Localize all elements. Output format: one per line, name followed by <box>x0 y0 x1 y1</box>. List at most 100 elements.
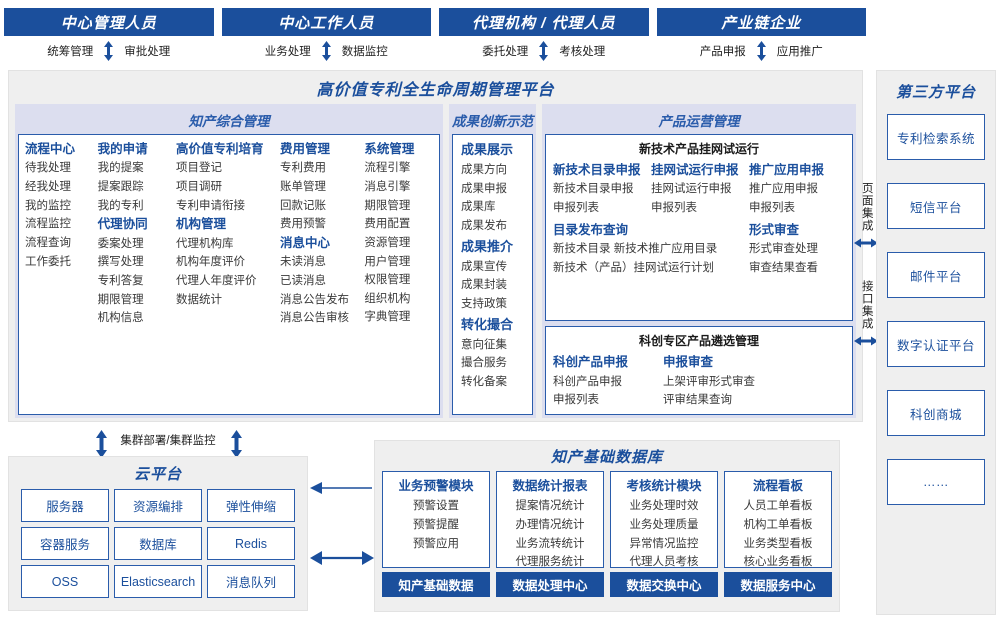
menu-item[interactable]: 成果申报 <box>461 182 507 195</box>
db-item[interactable]: 预警提醒 <box>413 518 459 531</box>
menu-item[interactable]: 委案处理 <box>97 237 144 250</box>
menu-item[interactable]: 成果方向 <box>461 164 507 177</box>
menu-item[interactable]: 资源管理 <box>364 236 411 249</box>
third-party-item-innovation-mall[interactable]: 科创商城 <box>887 390 985 436</box>
menu-item[interactable]: 转化备案 <box>461 375 507 388</box>
menu-item[interactable]: 成果宣传 <box>461 260 507 273</box>
menu-item[interactable]: 消息公告发布 <box>280 293 350 306</box>
menu-item[interactable]: 用户管理 <box>364 255 411 268</box>
menu-item[interactable]: 代理机构库 <box>176 237 234 250</box>
section-body: 新技术产品挂网试运行 新技术目录申报 新技术目录申报 申报列表 挂网试运行申报 … <box>545 134 853 415</box>
menu-item[interactable]: 撰写处理 <box>97 256 144 269</box>
actor-action-left: 委托处理 <box>482 46 529 58</box>
menu-item[interactable]: 项目调研 <box>176 181 223 193</box>
menu-item[interactable]: 申报列表 <box>749 202 795 214</box>
cloud-cell-server[interactable]: 服务器 <box>21 489 109 522</box>
cloud-cell-database[interactable]: 数据库 <box>114 527 202 560</box>
db-footer-service-center[interactable]: 数据服务中心 <box>724 572 832 597</box>
menu-item[interactable]: 机构年度评价 <box>176 256 246 269</box>
db-item[interactable]: 预警应用 <box>413 537 459 550</box>
menu-item[interactable]: 数据统计 <box>176 293 223 306</box>
menu-item[interactable]: 专利答复 <box>97 274 144 287</box>
menu-item[interactable]: 申报列表 <box>651 202 697 214</box>
menu-item[interactable]: 待我处理 <box>25 162 71 175</box>
menu-item[interactable]: 上架评审形式审查 <box>663 375 755 388</box>
menu-item[interactable]: 我的监控 <box>25 199 71 212</box>
menu-item[interactable]: 组织机构 <box>364 292 411 305</box>
menu-item[interactable]: 机构信息 <box>97 312 144 325</box>
menu-item[interactable]: 新技术（产品）挂网试运行计划 <box>553 261 714 274</box>
third-party-item-sms[interactable]: 短信平台 <box>887 183 985 229</box>
menu-item[interactable]: 未读消息 <box>280 256 327 269</box>
menu-item[interactable]: 撮合服务 <box>461 357 507 370</box>
menu-item[interactable]: 账单管理 <box>280 181 327 193</box>
menu-item[interactable]: 科创产品申报 <box>553 375 622 388</box>
menu-item[interactable]: 流程查询 <box>25 236 71 249</box>
db-footer-processing-center[interactable]: 数据处理中心 <box>496 572 604 597</box>
db-item[interactable]: 业务处理时效 <box>629 500 699 513</box>
menu-item[interactable]: 权限管理 <box>364 274 411 287</box>
cloud-cell-autoscale[interactable]: 弹性伸缩 <box>207 489 295 522</box>
menu-item[interactable]: 消息引擎 <box>364 181 411 193</box>
menu-item[interactable]: 形式审查处理 <box>749 243 818 255</box>
group-header: 形式审查 <box>749 222 800 237</box>
menu-item[interactable]: 流程监控 <box>25 218 71 231</box>
db-footer-basic-data[interactable]: 知产基础数据 <box>382 572 490 597</box>
menu-item[interactable]: 专利申请衔接 <box>176 199 246 212</box>
menu-item[interactable]: 期限管理 <box>97 293 144 306</box>
cloud-cell-mq[interactable]: 消息队列 <box>207 565 295 598</box>
menu-item[interactable]: 成果封装 <box>461 279 507 292</box>
menu-item[interactable]: 专利费用 <box>280 162 327 175</box>
menu-item[interactable]: 意向征集 <box>461 338 507 351</box>
menu-item[interactable]: 回款记账 <box>280 199 327 212</box>
third-party-item-digital-cert[interactable]: 数字认证平台 <box>887 321 985 367</box>
menu-item[interactable]: 我的提案 <box>97 162 144 175</box>
db-item[interactable]: 核心业务看板 <box>743 556 813 569</box>
menu-item[interactable]: 工作委托 <box>25 255 71 268</box>
db-item[interactable]: 业务流转统计 <box>515 537 585 550</box>
menu-item[interactable]: 推广应用申报 <box>749 183 818 196</box>
db-item[interactable]: 代理服务统计 <box>515 556 585 569</box>
menu-item[interactable]: 经我处理 <box>25 181 71 193</box>
menu-item[interactable]: 挂网试运行申报 <box>651 183 732 196</box>
menu-item[interactable]: 审查结果查看 <box>749 261 818 274</box>
db-item[interactable]: 业务处理质量 <box>629 518 699 531</box>
cloud-cell-elasticsearch[interactable]: Elasticsearch <box>114 565 202 598</box>
db-item[interactable]: 预警设置 <box>413 500 459 513</box>
cloud-cell-container[interactable]: 容器服务 <box>21 527 109 560</box>
db-item[interactable]: 提案情况统计 <box>515 500 585 513</box>
menu-item[interactable]: 费用预警 <box>280 218 327 231</box>
menu-item[interactable]: 期限管理 <box>364 199 411 212</box>
menu-item[interactable]: 成果库 <box>461 201 496 214</box>
menu-item[interactable]: 字典管理 <box>364 311 411 324</box>
menu-item[interactable]: 代理人年度评价 <box>176 274 257 287</box>
menu-item[interactable]: 已读消息 <box>280 274 327 287</box>
cloud-cell-oss[interactable]: OSS <box>21 565 109 598</box>
third-party-item-email[interactable]: 邮件平台 <box>887 252 985 298</box>
left-right-arrow-icon <box>854 334 878 352</box>
db-item[interactable]: 机构工单看板 <box>743 518 813 531</box>
menu-item[interactable]: 提案跟踪 <box>97 181 144 193</box>
cloud-cell-redis[interactable]: Redis <box>207 527 295 560</box>
db-item[interactable]: 人员工单看板 <box>743 500 813 513</box>
menu-item[interactable]: 费用配置 <box>364 218 411 231</box>
menu-item[interactable]: 消息公告审核 <box>280 312 350 325</box>
third-party-item-patent-search[interactable]: 专利检索系统 <box>887 114 985 160</box>
cloud-cell-orchestration[interactable]: 资源编排 <box>114 489 202 522</box>
menu-item[interactable]: 新技术目录申报 <box>553 183 634 196</box>
third-party-item-more[interactable]: …… <box>887 459 985 505</box>
menu-item[interactable]: 申报列表 <box>553 394 599 407</box>
db-item[interactable]: 办理情况统计 <box>515 518 585 531</box>
menu-item[interactable]: 支持政策 <box>461 297 507 310</box>
menu-item[interactable]: 评审结果查询 <box>663 394 732 407</box>
menu-item[interactable]: 申报列表 <box>553 202 599 214</box>
db-item[interactable]: 异常情况监控 <box>629 537 699 550</box>
menu-item[interactable]: 项目登记 <box>176 162 223 175</box>
db-item[interactable]: 代理人员考核 <box>629 556 699 569</box>
menu-item[interactable]: 我的专利 <box>97 199 144 212</box>
menu-item[interactable]: 新技术目录 新技术推广应用目录 <box>553 243 718 255</box>
db-item[interactable]: 业务类型看板 <box>743 537 813 550</box>
db-footer-exchange-center[interactable]: 数据交换中心 <box>610 572 718 597</box>
menu-item[interactable]: 流程引擎 <box>364 162 411 175</box>
menu-item[interactable]: 成果发布 <box>461 219 507 232</box>
